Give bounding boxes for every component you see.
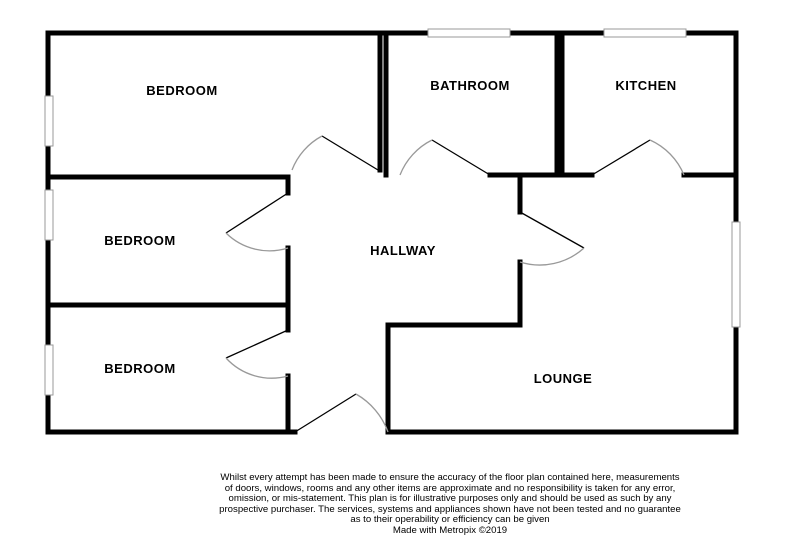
- floor-plan: BEDROOM BATHROOM KITCHEN BEDROOM HALLWAY…: [0, 0, 800, 470]
- window-bedroom-3: [45, 345, 53, 395]
- window-bedroom-2: [45, 190, 53, 240]
- label-bedroom-2: BEDROOM: [104, 233, 175, 248]
- disclaimer-line-5: as to their operability or efficiency ca…: [120, 515, 780, 526]
- disclaimer-line-6: Made with Metropix ©2019: [120, 526, 780, 536]
- label-hallway: HALLWAY: [370, 243, 436, 258]
- disclaimer-text: Whilst every attempt has been made to en…: [120, 473, 780, 536]
- doors: [226, 136, 684, 432]
- disclaimer-line-1: Whilst every attempt has been made to en…: [120, 473, 780, 484]
- label-lounge: LOUNGE: [534, 371, 593, 386]
- window-lounge: [732, 222, 740, 327]
- door-bedroom-3: [226, 330, 288, 378]
- window-bathroom: [428, 29, 510, 37]
- door-lounge: [520, 212, 584, 265]
- door-bedroom-1: [292, 136, 378, 170]
- door-entrance: [295, 394, 388, 432]
- door-bedroom-2: [226, 193, 288, 251]
- window-kitchen: [604, 29, 686, 37]
- label-kitchen: KITCHEN: [615, 78, 676, 93]
- disclaimer-line-3: omission, or mis-statement. This plan is…: [120, 494, 780, 505]
- label-bathroom: BATHROOM: [430, 78, 510, 93]
- label-bedroom-1: BEDROOM: [146, 83, 217, 98]
- window-bedroom-1: [45, 96, 53, 146]
- door-bathroom: [400, 140, 490, 175]
- label-bedroom-3: BEDROOM: [104, 361, 175, 376]
- door-kitchen: [592, 140, 684, 175]
